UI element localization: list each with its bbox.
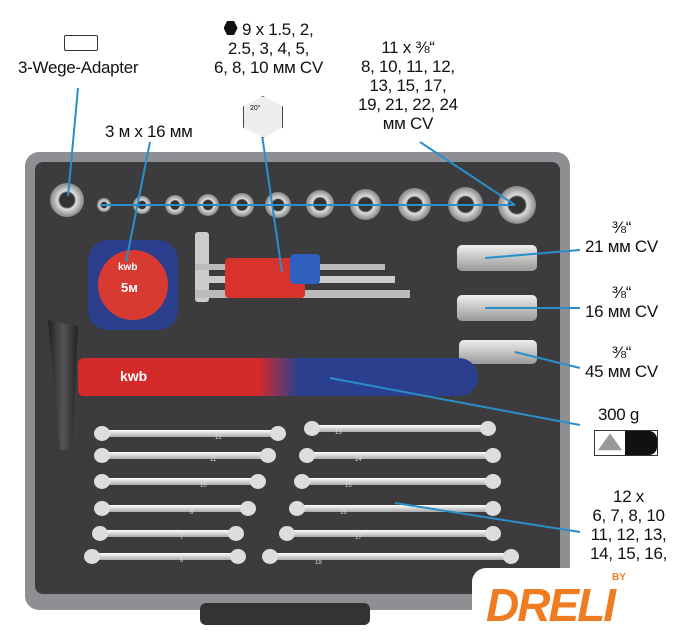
wrench-16 [289,501,501,516]
logo-by: BY [612,572,626,583]
wrench-size: 15 [345,483,352,489]
tuv-mark-icon [598,433,622,451]
label-hammer: 300 g [598,405,640,424]
dreli-logo: DRELI BY [472,568,687,640]
wrench-size: 16 [340,510,347,516]
hex-icon [223,21,238,35]
wrench-size: 10 [200,483,207,489]
wrench-17 [279,526,501,541]
logo-text: DRELI [486,579,616,631]
wrench-size: 14 [355,457,362,463]
label-wrenches: 12 x 6, 7, 8, 10 11, 12, 13, 14, 15, 16, [590,487,668,563]
wrench-size: 19 [315,560,322,566]
wrench-11 [94,448,276,463]
wrench-size: 17 [355,535,362,541]
label-universal-joint: ⅜“ 45 мм CV [585,343,658,381]
case-handle [200,603,370,625]
wrench-14 [299,448,501,463]
deep-socket-21 [457,245,537,271]
wrench-size: 6 [180,558,184,564]
label-tape-measure: 3 м x 16 мм [105,122,193,141]
label-adapter: 3-Wege-Adapter [18,58,139,77]
wrench-13 [304,421,496,436]
wrench-size: 7 [180,535,184,541]
wrench-8 [94,501,256,516]
wrench-size: 13 [335,430,342,436]
adapter-icon [64,35,98,51]
label-socket-21: ⅜“ 21 мм CV [585,218,658,256]
hammer-brand: kwb [120,368,148,384]
universal-joint-45 [459,340,537,364]
wrench-size: 8 [190,510,194,516]
wrench-size: 11 [210,457,217,463]
wrench-19 [262,549,519,564]
label-hex-keys: 9 x 1.5, 2, 2.5, 3, 4, 5, 6, 8, 10 мм CV [214,20,323,77]
hammer-handle: kwb [78,358,478,396]
wrench-12 [94,426,286,441]
certification-marks [594,430,658,456]
label-socket-16: ⅜“ 16 мм CV [585,283,658,321]
wrench-10 [94,474,266,489]
wrench-size: 12 [215,435,222,441]
wrench-15 [294,474,501,489]
hex-key-set [195,232,415,312]
wrench-6 [84,549,246,564]
wrench-7 [92,526,244,541]
tape-brand: kwb [118,262,138,273]
adapter-socket [50,183,84,217]
tape-measure: kwb 5м [88,240,178,330]
label-sockets: 11 x ⅜“ 8, 10, 11, 12, 13, 15, 17, 19, 2… [358,38,458,133]
tape-length: 5м [121,280,138,295]
gs-mark-icon [625,431,657,455]
